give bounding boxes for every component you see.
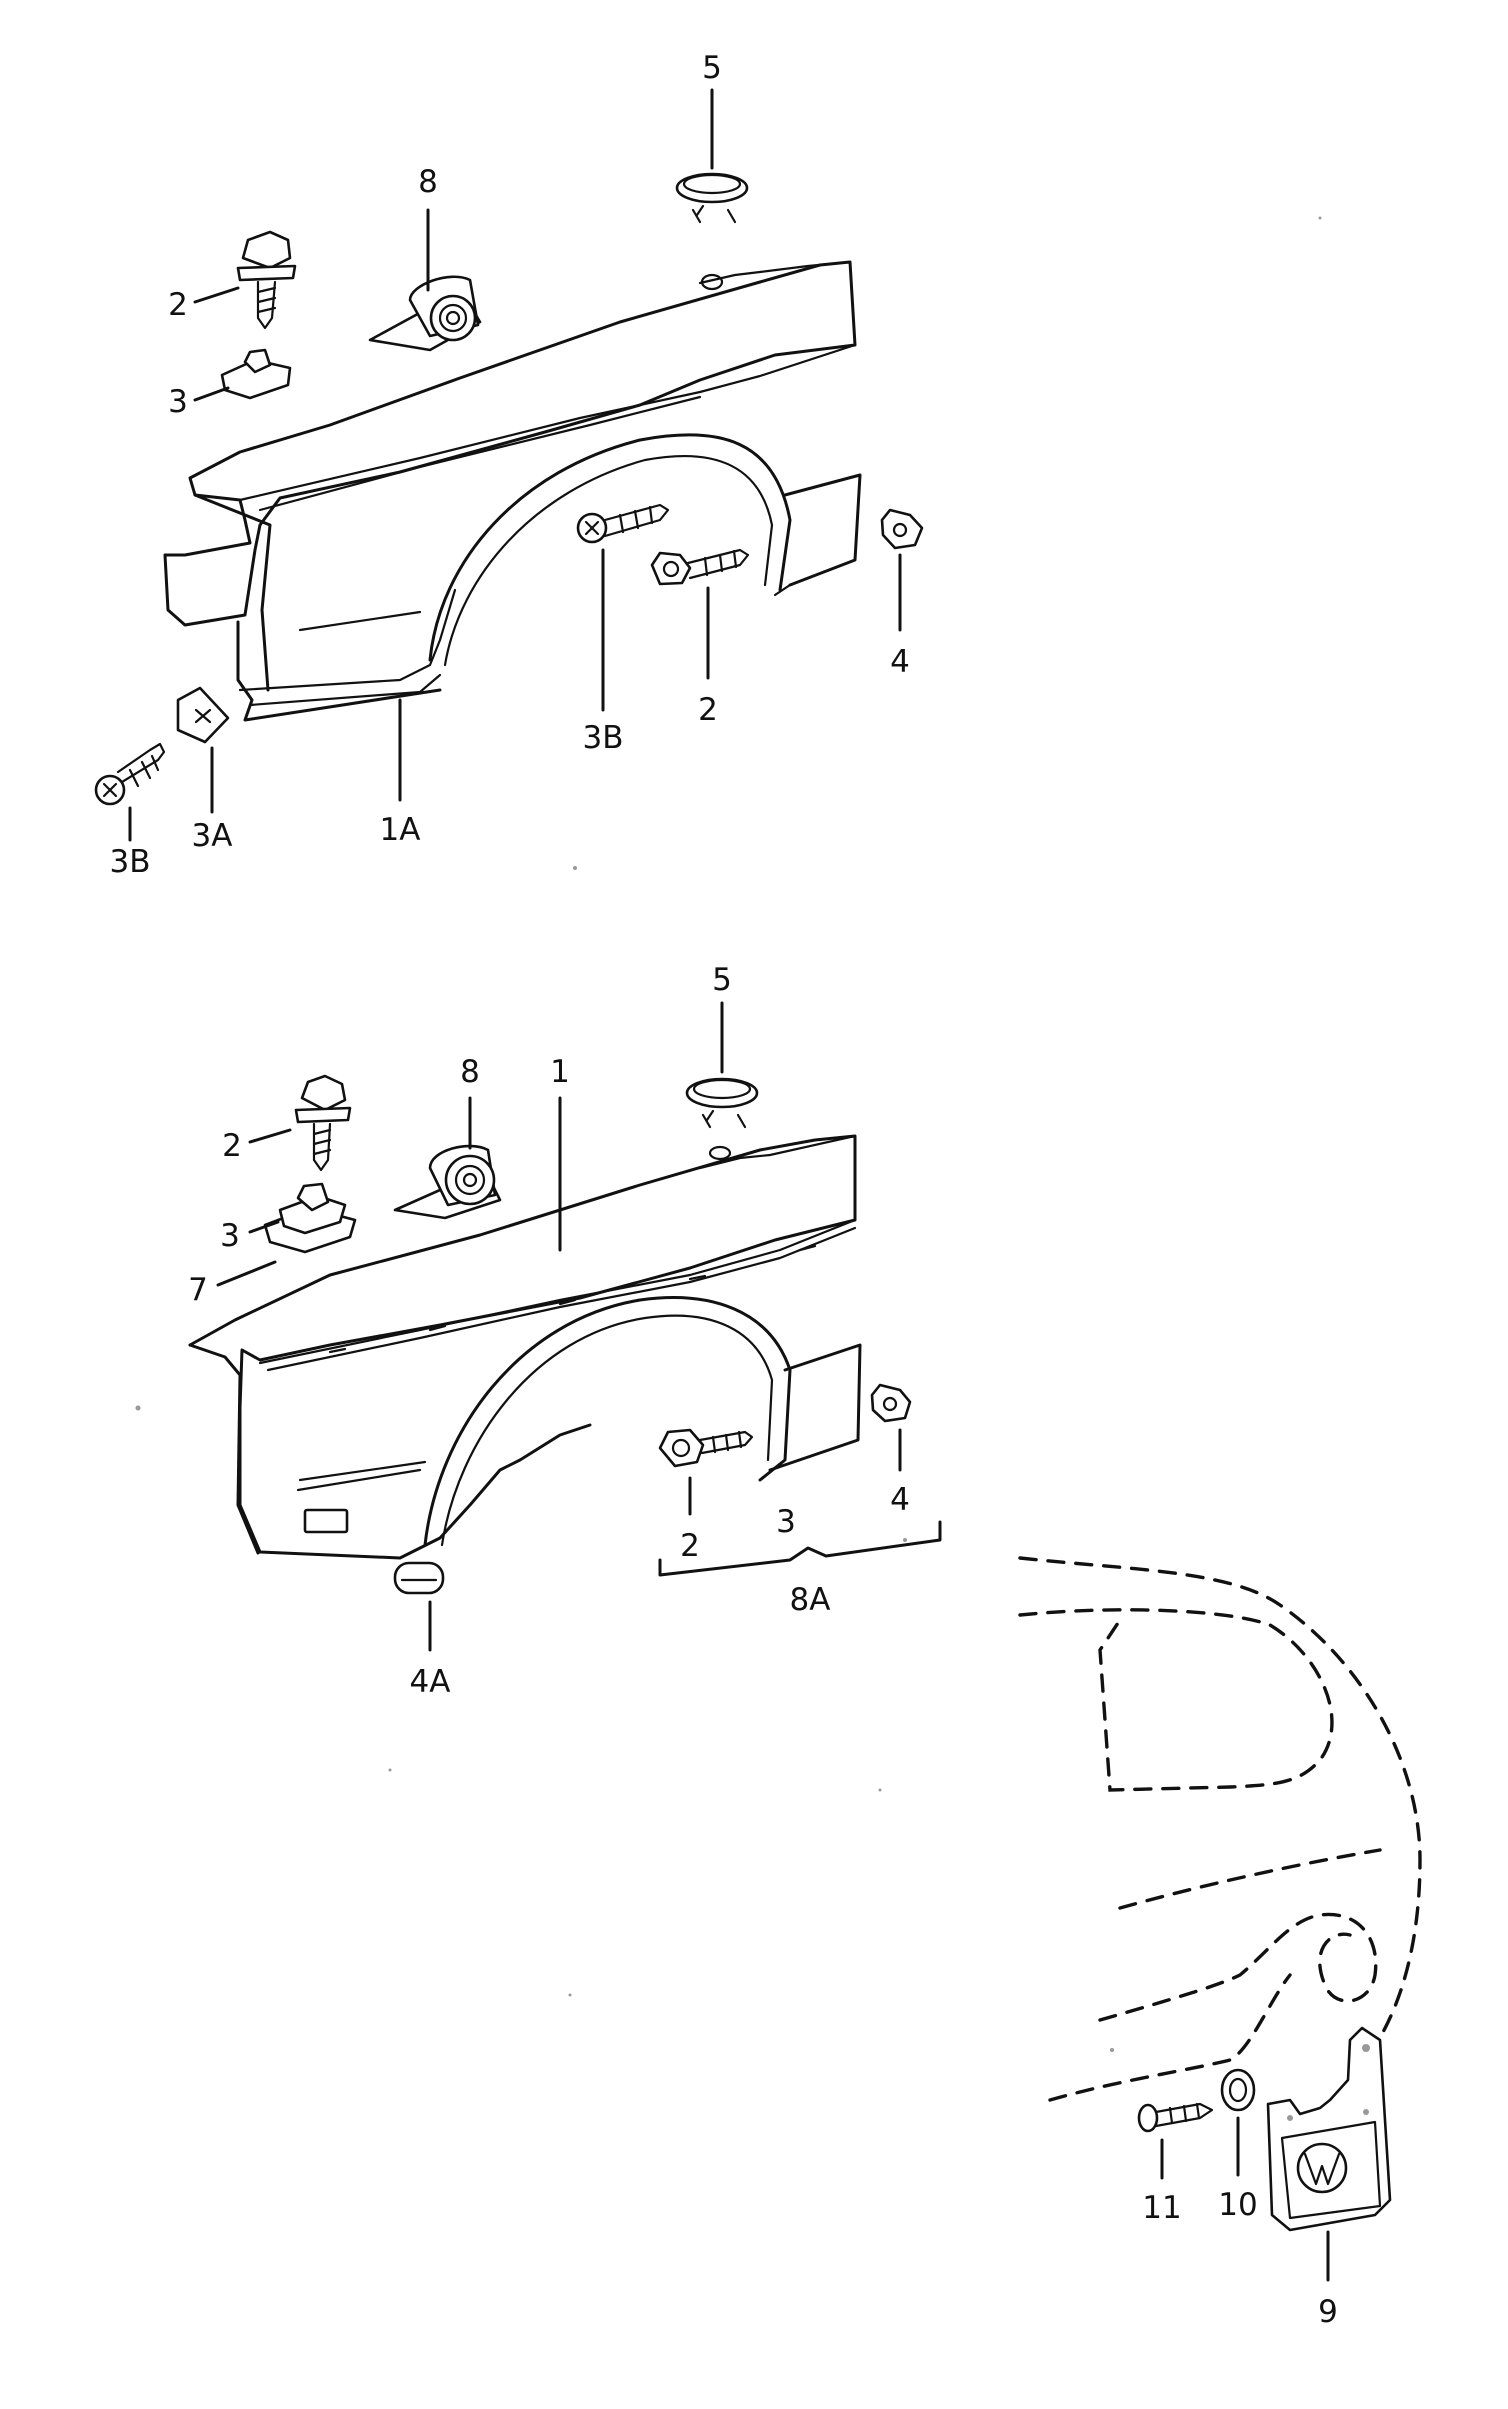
label-mid-8: 8 [460, 1054, 480, 1090]
leader-mid-3 [248, 1220, 280, 1234]
label-rear-11: 11 [1142, 2190, 1181, 2226]
label-mid-3-left: 3 [220, 1218, 240, 1254]
label-top-5: 5 [702, 50, 722, 86]
label-top-8: 8 [418, 164, 438, 200]
cap-5-mid [685, 1077, 759, 1129]
label-top-4: 4 [890, 644, 910, 680]
leader-top-2-left [193, 286, 240, 304]
bolt-2-mid-bottom [658, 1428, 754, 1468]
fender-1A [163, 260, 862, 722]
label-mid-4A: 4A [410, 1664, 451, 1700]
bolt-2-top-mid [650, 548, 750, 586]
label-top-3A: 3A [192, 818, 233, 854]
label-top-2-left: 2 [168, 287, 188, 323]
label-mid-5: 5 [712, 962, 732, 998]
label-top-3B-mid: 3B [583, 720, 624, 756]
screw-11 [1137, 2102, 1214, 2133]
fender-1 [188, 1134, 862, 1560]
washer-10 [1220, 2068, 1256, 2112]
grommet-4A-mid [393, 1561, 445, 1595]
leader-top-3 [193, 386, 230, 402]
label-mid-2-bottom: 2 [680, 1528, 700, 1564]
bolt-2-top-left [236, 230, 297, 330]
vw-logo-icon [1296, 2142, 1348, 2194]
bolt-2-mid-left [294, 1074, 352, 1172]
clip-3-mid [263, 1182, 357, 1254]
screw-3B-top-mid [576, 503, 670, 544]
cap-5-top [675, 172, 749, 224]
label-mid-8A: 8A [790, 1582, 831, 1618]
label-mid-2-left: 2 [222, 1128, 242, 1164]
label-top-1A: 1A [380, 812, 421, 848]
scan-specks [135, 216, 1322, 2052]
clip-3-top [220, 348, 292, 400]
leader-mid-7 [216, 1260, 277, 1287]
rear-body-outline [1018, 1556, 1422, 2102]
label-mid-3-bottom: 3 [776, 1504, 796, 1540]
tape-8-mid [393, 1144, 502, 1220]
pad-3A-top [176, 686, 230, 744]
label-mid-7: 7 [188, 1272, 208, 1308]
label-rear-10: 10 [1218, 2187, 1257, 2223]
mud-flap-9 [1266, 2026, 1392, 2232]
leader-mid-2-left [248, 1128, 292, 1144]
bracket-8A [658, 1520, 942, 1577]
nut-4-mid [870, 1383, 912, 1423]
label-rear-9: 9 [1318, 2294, 1338, 2330]
tape-8-top [368, 275, 482, 352]
label-top-3B-left: 3B [110, 844, 151, 880]
label-mid-1: 1 [550, 1054, 570, 1090]
label-mid-4: 4 [890, 1482, 910, 1518]
label-top-2-mid: 2 [698, 692, 718, 728]
screw-3B-top-left [94, 742, 166, 806]
nut-4-top [880, 508, 924, 550]
label-top-3: 3 [168, 384, 188, 420]
